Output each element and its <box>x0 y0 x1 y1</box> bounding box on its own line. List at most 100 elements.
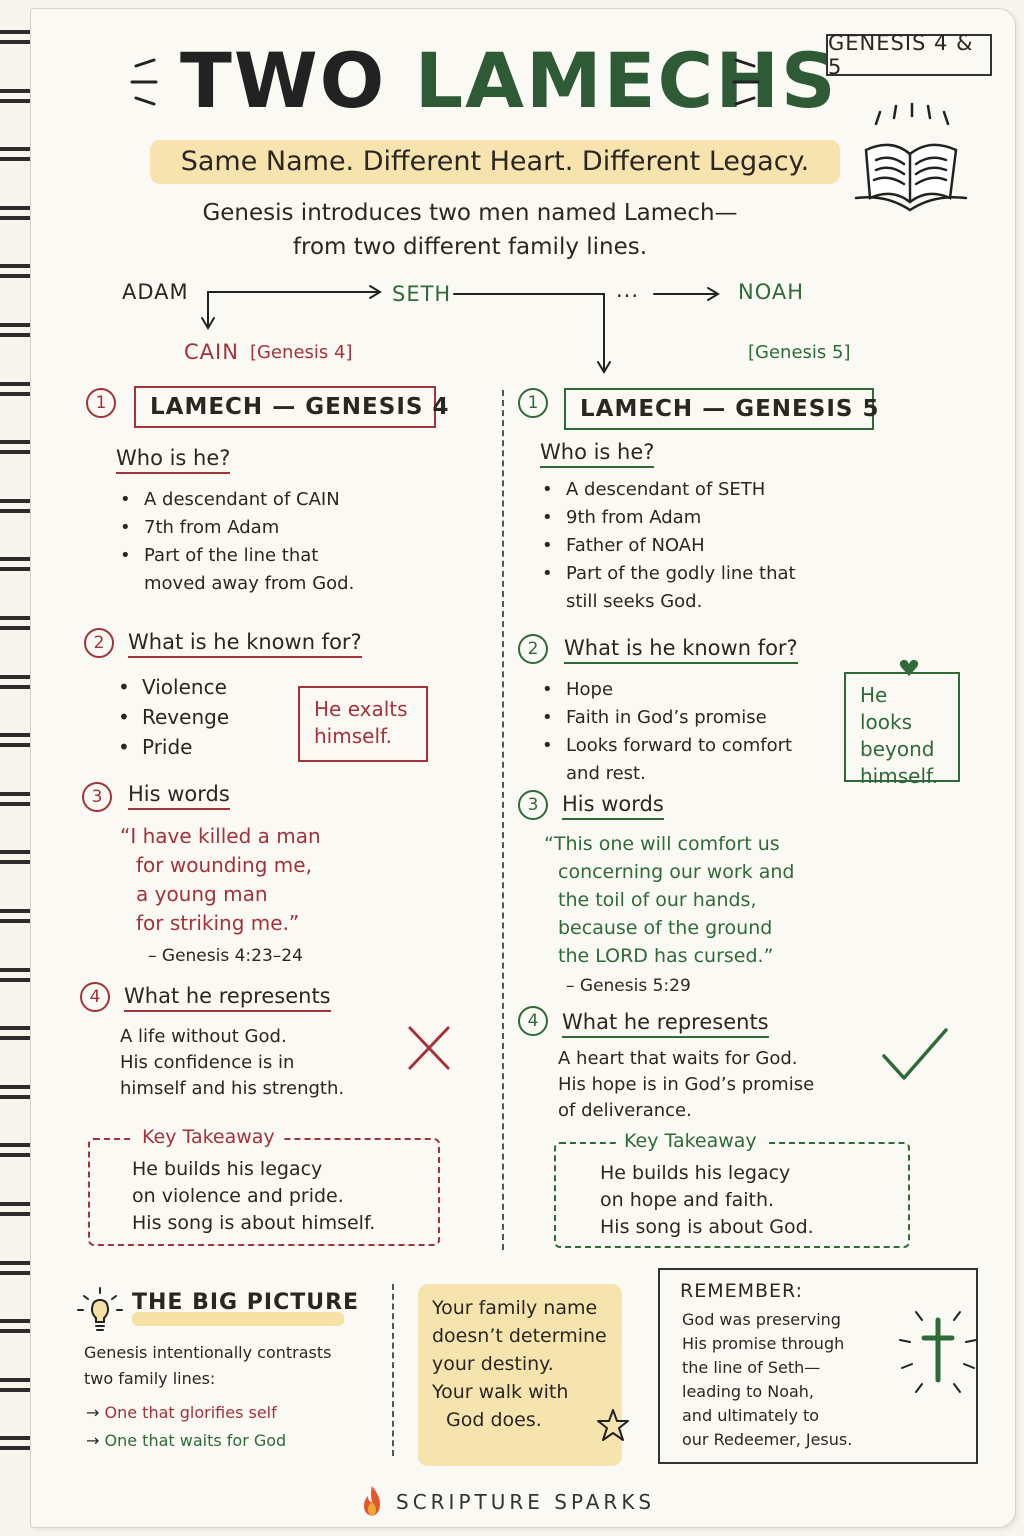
right-takeaway-text: He builds his legacy on hope and faith. … <box>600 1160 900 1241</box>
reference-badge: GENESIS 4 & 5 <box>826 31 992 79</box>
footer-brand: SCRIPTURE SPARKS <box>396 1490 656 1514</box>
right-known-heading: What is he known for? <box>564 636 798 664</box>
open-book-icon <box>846 102 976 224</box>
right-known-list: Hope Faith in God’s promise Looks forwar… <box>540 676 840 788</box>
text-line: He builds his legacy <box>600 1162 791 1184</box>
lightbulb-icon <box>76 1286 124 1338</box>
list-item: Violence <box>116 672 296 702</box>
quote-line: concerning our work and <box>558 861 795 883</box>
right-number-3: 3 <box>518 790 548 820</box>
x-mark-icon <box>406 1024 452 1076</box>
left-number-1: 1 <box>86 388 116 418</box>
right-takeaway-label: Key Takeaway <box>616 1130 765 1152</box>
tree-ellipsis: ... <box>616 278 640 302</box>
note-line: doesn’t determine <box>432 1325 607 1347</box>
remember-heading: REMEMBER: <box>680 1280 804 1302</box>
left-number-4: 4 <box>80 982 110 1012</box>
list-item: Revenge <box>116 702 296 732</box>
left-cite: – Genesis 4:23–24 <box>148 946 303 966</box>
notebook-page <box>30 8 1016 1528</box>
text-line: His song is about God. <box>600 1216 814 1238</box>
text-line: He builds his legacy <box>132 1158 323 1180</box>
note-line: Your family name <box>432 1297 598 1319</box>
arrow-right-icon: → <box>86 1431 105 1450</box>
list-item: A descendant of CAIN <box>118 486 448 514</box>
list-item: 9th from Adam <box>540 504 860 532</box>
text-line: His confidence is in <box>120 1052 295 1073</box>
quote-line: “This one will comfort us <box>544 833 780 855</box>
note-line: God does. <box>446 1409 542 1431</box>
list-item: 7th from Adam <box>118 514 448 542</box>
note-line: your destiny. <box>432 1353 554 1375</box>
list-item-continued: still seeks God. <box>566 591 703 612</box>
page-title: TWO LAMECHS <box>180 36 838 125</box>
right-who-heading: Who is he? <box>540 440 655 468</box>
right-callout: He looks beyond himself. <box>844 672 960 788</box>
left-number-3: 3 <box>82 782 112 812</box>
note-text: Your family name doesn’t determine your … <box>432 1294 622 1434</box>
list-item: Father of NOAH <box>540 532 860 560</box>
tree-seth: SETH <box>392 282 452 306</box>
text-line: on violence and pride. <box>132 1185 344 1207</box>
bigpicture-item-2: → One that waits for God <box>86 1428 386 1454</box>
text-line: our Redeemer, Jesus. <box>682 1430 853 1449</box>
list-item: Part of the line that <box>118 542 448 570</box>
quote-line: “I have killed a man <box>120 824 321 848</box>
remember-box <box>658 1268 978 1464</box>
title-word-lamechs: LAMECHS <box>414 36 838 125</box>
tree-arrows <box>201 285 720 374</box>
list-item-continued: and rest. <box>566 763 646 784</box>
bigpicture-line-2: two family lines: <box>84 1369 216 1388</box>
quote-line: because of the ground <box>558 917 773 939</box>
quote-line: for striking me.” <box>136 911 300 935</box>
tree-adam: ADAM <box>122 280 189 304</box>
tree-seth-ref: [Genesis 5] <box>748 342 851 363</box>
remember-text: God was preserving His promise through t… <box>682 1308 912 1452</box>
list-item: Looks forward to comfort <box>540 732 840 760</box>
list-item: Faith in God’s promise <box>540 704 840 732</box>
bottom-divider <box>392 1284 394 1456</box>
right-quote: “This one will comfort us concerning our… <box>544 830 864 970</box>
left-represents-text: A life without God. His confidence is in… <box>120 1024 410 1102</box>
text-line: His song is about himself. <box>132 1212 376 1234</box>
right-words-heading: His words <box>562 792 664 820</box>
right-number-1: 1 <box>518 388 548 418</box>
title-word-two: TWO <box>180 36 387 125</box>
left-known-heading: What is he known for? <box>128 630 362 658</box>
text-line: His hope is in God’s promise <box>558 1074 815 1095</box>
list-item-continued: moved away from God. <box>144 573 355 594</box>
yellow-note <box>418 1284 622 1466</box>
heart-icon <box>898 658 920 682</box>
title-dashes-left <box>130 58 162 112</box>
left-callout: He exalts himself. <box>298 686 428 762</box>
text-line: himself and his strength. <box>120 1078 345 1099</box>
left-takeaway-label: Key Takeaway <box>134 1126 283 1148</box>
bigpicture-item-1-text: One that glorifies self <box>104 1403 277 1422</box>
quote-line: a young man <box>136 882 268 906</box>
bigpicture-line-1: Genesis intentionally contrasts <box>84 1343 332 1362</box>
right-who-list: A descendant of SETH 9th from Adam Fathe… <box>540 476 860 616</box>
bigpicture-title: THE BIG PICTURE <box>132 1290 360 1315</box>
cross-icon <box>896 1304 980 1404</box>
text-line: and ultimately to <box>682 1406 820 1425</box>
right-number-2: 2 <box>518 634 548 664</box>
text-line: of deliverance. <box>558 1100 692 1121</box>
right-represents-text: A heart that waits for God. His hope is … <box>558 1046 868 1124</box>
star-icon <box>596 1408 630 1446</box>
bigpicture-item-2-text: One that waits for God <box>104 1431 287 1450</box>
tree-cain-ref: [Genesis 4] <box>250 342 353 363</box>
text-line: the line of Seth— <box>682 1358 821 1377</box>
arrow-right-icon: → <box>86 1403 105 1422</box>
subtitle: Same Name. Different Heart. Different Le… <box>180 146 810 177</box>
text-line: on hope and faith. <box>600 1189 775 1211</box>
tree-cain: CAIN <box>184 340 239 364</box>
quote-line: the toil of our hands, <box>558 889 757 911</box>
left-takeaway-text: He builds his legacy on violence and pri… <box>132 1156 432 1237</box>
column-divider <box>502 390 504 1250</box>
list-item: Part of the godly line that <box>540 560 860 588</box>
list-item: Hope <box>540 676 840 704</box>
right-number-4: 4 <box>518 1006 548 1036</box>
quote-line: the LORD has cursed.” <box>558 945 774 967</box>
text-line: A heart that waits for God. <box>558 1048 798 1069</box>
left-section-title: LAMECH — GENESIS 4 <box>134 386 448 428</box>
